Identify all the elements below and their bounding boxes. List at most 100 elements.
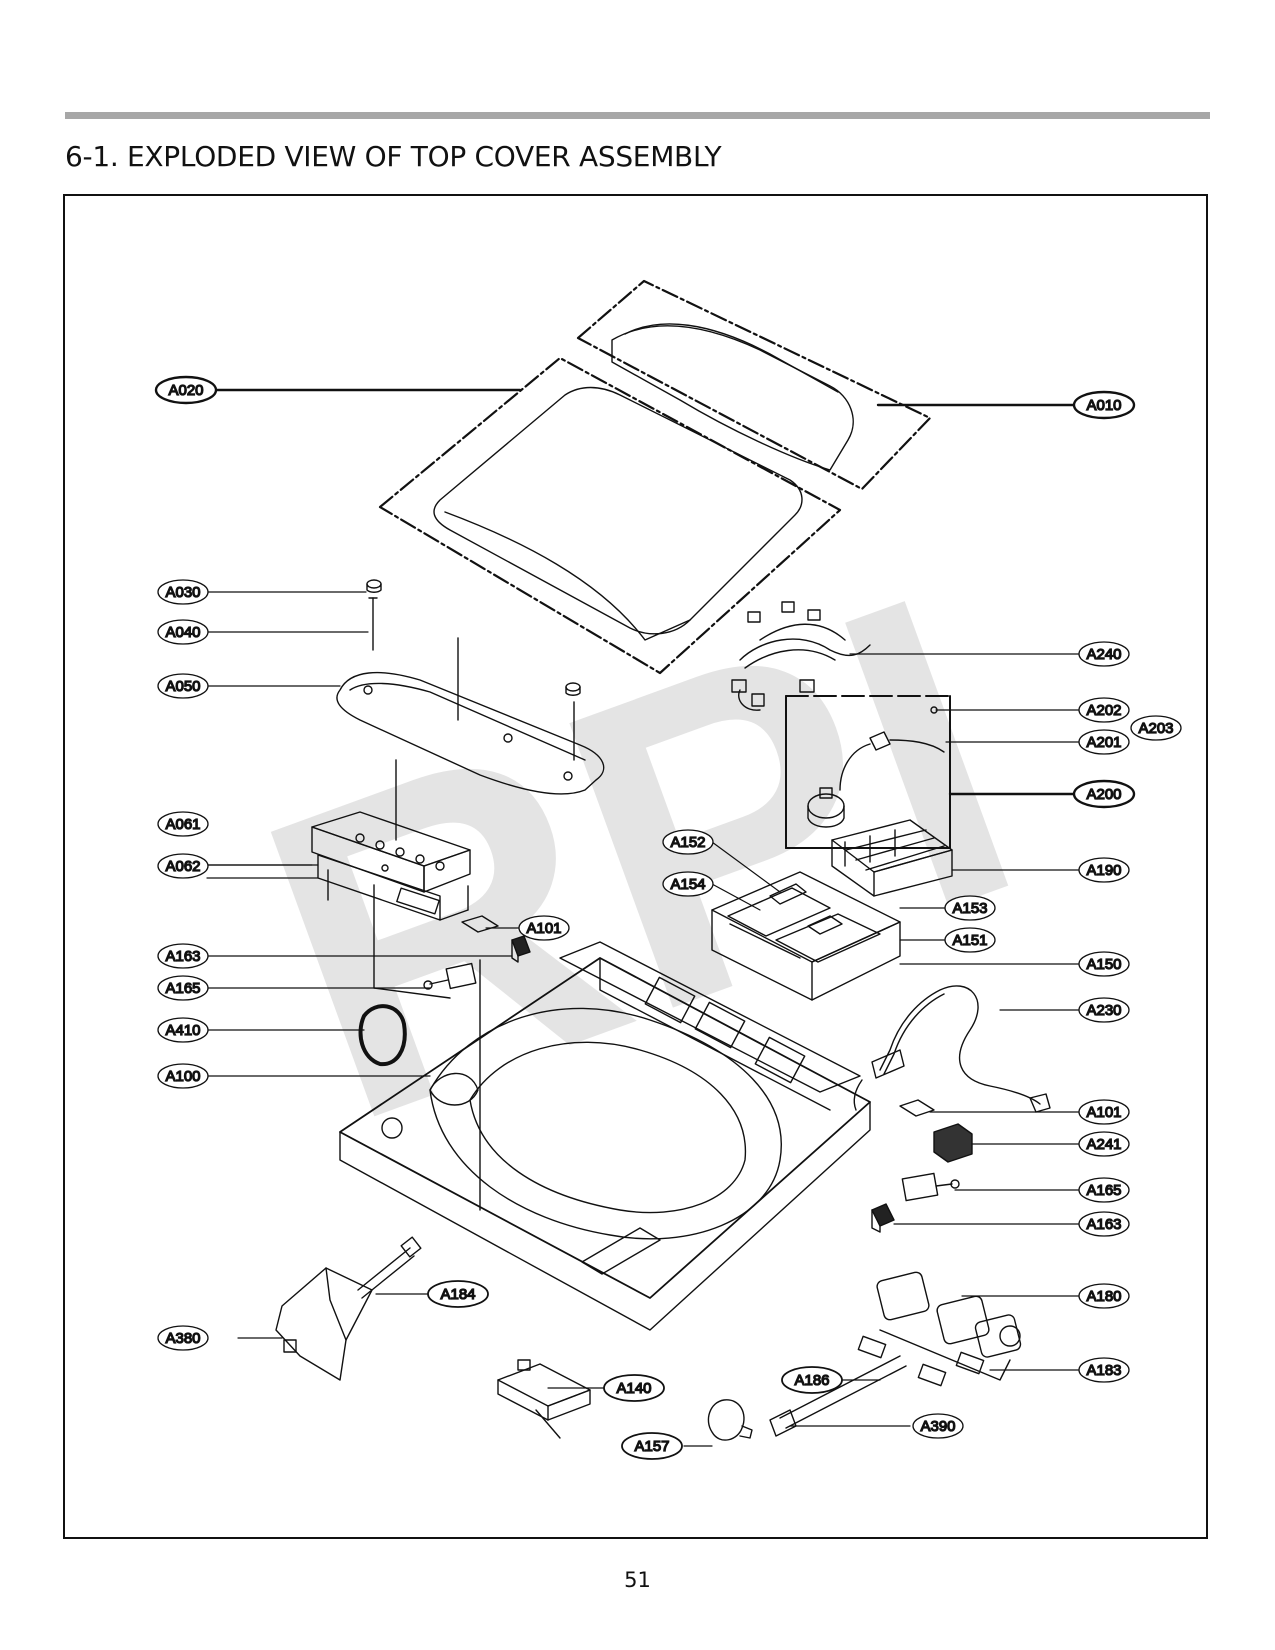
svg-text:A183: A183	[1086, 1362, 1121, 1379]
wire-harness-part	[731, 601, 871, 711]
diagram-frame	[63, 194, 1208, 1539]
svg-text:A101: A101	[526, 920, 561, 937]
label-a050: A050	[157, 673, 209, 699]
page-number: 51	[624, 1568, 651, 1592]
svg-text:A390: A390	[920, 1418, 955, 1435]
svg-text:A184: A184	[440, 1286, 475, 1303]
label-a061: A061	[157, 811, 209, 837]
leader-lines	[206, 388, 1081, 1447]
header-rule	[65, 112, 1210, 119]
label-a020: A020	[154, 375, 218, 405]
label-a152: A152	[662, 829, 714, 855]
label-a202: A202	[1078, 697, 1130, 723]
label-a390: A390	[912, 1413, 964, 1439]
switch-left	[511, 935, 531, 963]
lid-switch-right	[901, 1172, 960, 1202]
pcb-assembly-part	[311, 759, 471, 999]
svg-text:A240: A240	[1086, 646, 1121, 663]
label-a040: A040	[157, 619, 209, 645]
label-a241: A241	[1078, 1131, 1130, 1157]
svg-text:A410: A410	[165, 1022, 200, 1039]
lid-switch-left	[423, 962, 477, 990]
svg-text:A100: A100	[165, 1068, 200, 1085]
glass-lid-part	[378, 356, 842, 675]
label-a140: A140	[603, 1374, 665, 1402]
part-labels: A020 A010 A030 A040 A050 A061 A062 A101 …	[154, 375, 1182, 1460]
svg-text:A200: A200	[1086, 786, 1121, 803]
label-a101-right: A101	[1078, 1099, 1130, 1125]
lid-frame-part	[576, 279, 932, 491]
top-cover-part	[339, 941, 871, 1331]
svg-text:A163: A163	[165, 948, 200, 965]
label-a062: A062	[157, 853, 209, 879]
label-a230: A230	[1078, 997, 1130, 1023]
label-a101-left: A101	[518, 915, 570, 941]
label-a163-left: A163	[157, 943, 209, 969]
svg-text:A180: A180	[1086, 1288, 1121, 1305]
inlet-hose-part	[769, 1355, 907, 1437]
svg-text:A040: A040	[165, 624, 200, 641]
filter-part	[707, 1399, 753, 1441]
svg-text:A152: A152	[670, 834, 705, 851]
switch-right	[871, 1203, 895, 1233]
svg-text:A020: A020	[168, 382, 203, 399]
svg-text:A157: A157	[634, 1438, 669, 1455]
svg-text:A165: A165	[165, 980, 200, 997]
svg-text:A203: A203	[1138, 720, 1173, 737]
svg-text:A241: A241	[1086, 1136, 1121, 1153]
label-a154: A154	[662, 871, 714, 897]
svg-text:A153: A153	[952, 900, 987, 917]
label-a030: A030	[157, 579, 209, 605]
svg-text:A380: A380	[165, 1330, 200, 1347]
svg-text:A150: A150	[1086, 956, 1121, 973]
svg-text:A165: A165	[1086, 1182, 1121, 1199]
drain-assembly-part	[275, 1236, 422, 1381]
label-a163-right: A163	[1078, 1211, 1130, 1237]
water-valve-part	[857, 1271, 1022, 1387]
watermark-text: RPI	[211, 502, 1068, 1214]
svg-text:A154: A154	[670, 876, 705, 893]
label-a150: A150	[1078, 951, 1130, 977]
label-a201: A201	[1078, 729, 1130, 755]
label-a165-left: A165	[157, 975, 209, 1001]
svg-text:A061: A061	[165, 816, 200, 833]
valve-bracket-part	[831, 819, 953, 897]
label-a200: A200	[1072, 779, 1136, 809]
svg-text:A010: A010	[1086, 397, 1121, 414]
svg-text:A230: A230	[1086, 1002, 1121, 1019]
label-a410: A410	[157, 1017, 209, 1043]
label-a190: A190	[1078, 857, 1130, 883]
label-a157: A157	[621, 1432, 683, 1460]
svg-text:A163: A163	[1086, 1216, 1121, 1233]
svg-text:A151: A151	[952, 932, 987, 949]
svg-text:A140: A140	[616, 1380, 651, 1397]
svg-text:A030: A030	[165, 584, 200, 601]
label-a184: A184	[427, 1280, 489, 1308]
cord-cover-part	[933, 1123, 973, 1163]
label-a380: A380	[157, 1325, 209, 1351]
switch-plate-right	[899, 1099, 935, 1117]
svg-text:A201: A201	[1086, 734, 1121, 751]
svg-text:A062: A062	[165, 858, 200, 875]
label-a180: A180	[1078, 1283, 1130, 1309]
label-a010: A010	[1072, 390, 1136, 420]
page-title: 6-1. EXPLODED VIEW OF TOP COVER ASSEMBLY	[65, 140, 722, 173]
label-a153: A153	[944, 895, 996, 921]
svg-text:A190: A190	[1086, 862, 1121, 879]
label-a151: A151	[944, 927, 996, 953]
label-a100: A100	[157, 1063, 209, 1089]
power-cord-part	[853, 985, 1051, 1113]
label-a183: A183	[1078, 1357, 1130, 1383]
svg-text:A050: A050	[165, 678, 200, 695]
lid-lock-part	[497, 1359, 591, 1439]
label-a186: A186	[781, 1366, 843, 1394]
svg-text:A101: A101	[1086, 1104, 1121, 1121]
label-a203: A203	[1130, 715, 1182, 741]
label-a240: A240	[1078, 641, 1130, 667]
gasket-part	[358, 1004, 407, 1067]
switch-plate-left	[461, 915, 499, 933]
svg-text:A186: A186	[794, 1372, 829, 1389]
control-panel-part	[336, 579, 605, 795]
svg-text:A202: A202	[1086, 702, 1121, 719]
